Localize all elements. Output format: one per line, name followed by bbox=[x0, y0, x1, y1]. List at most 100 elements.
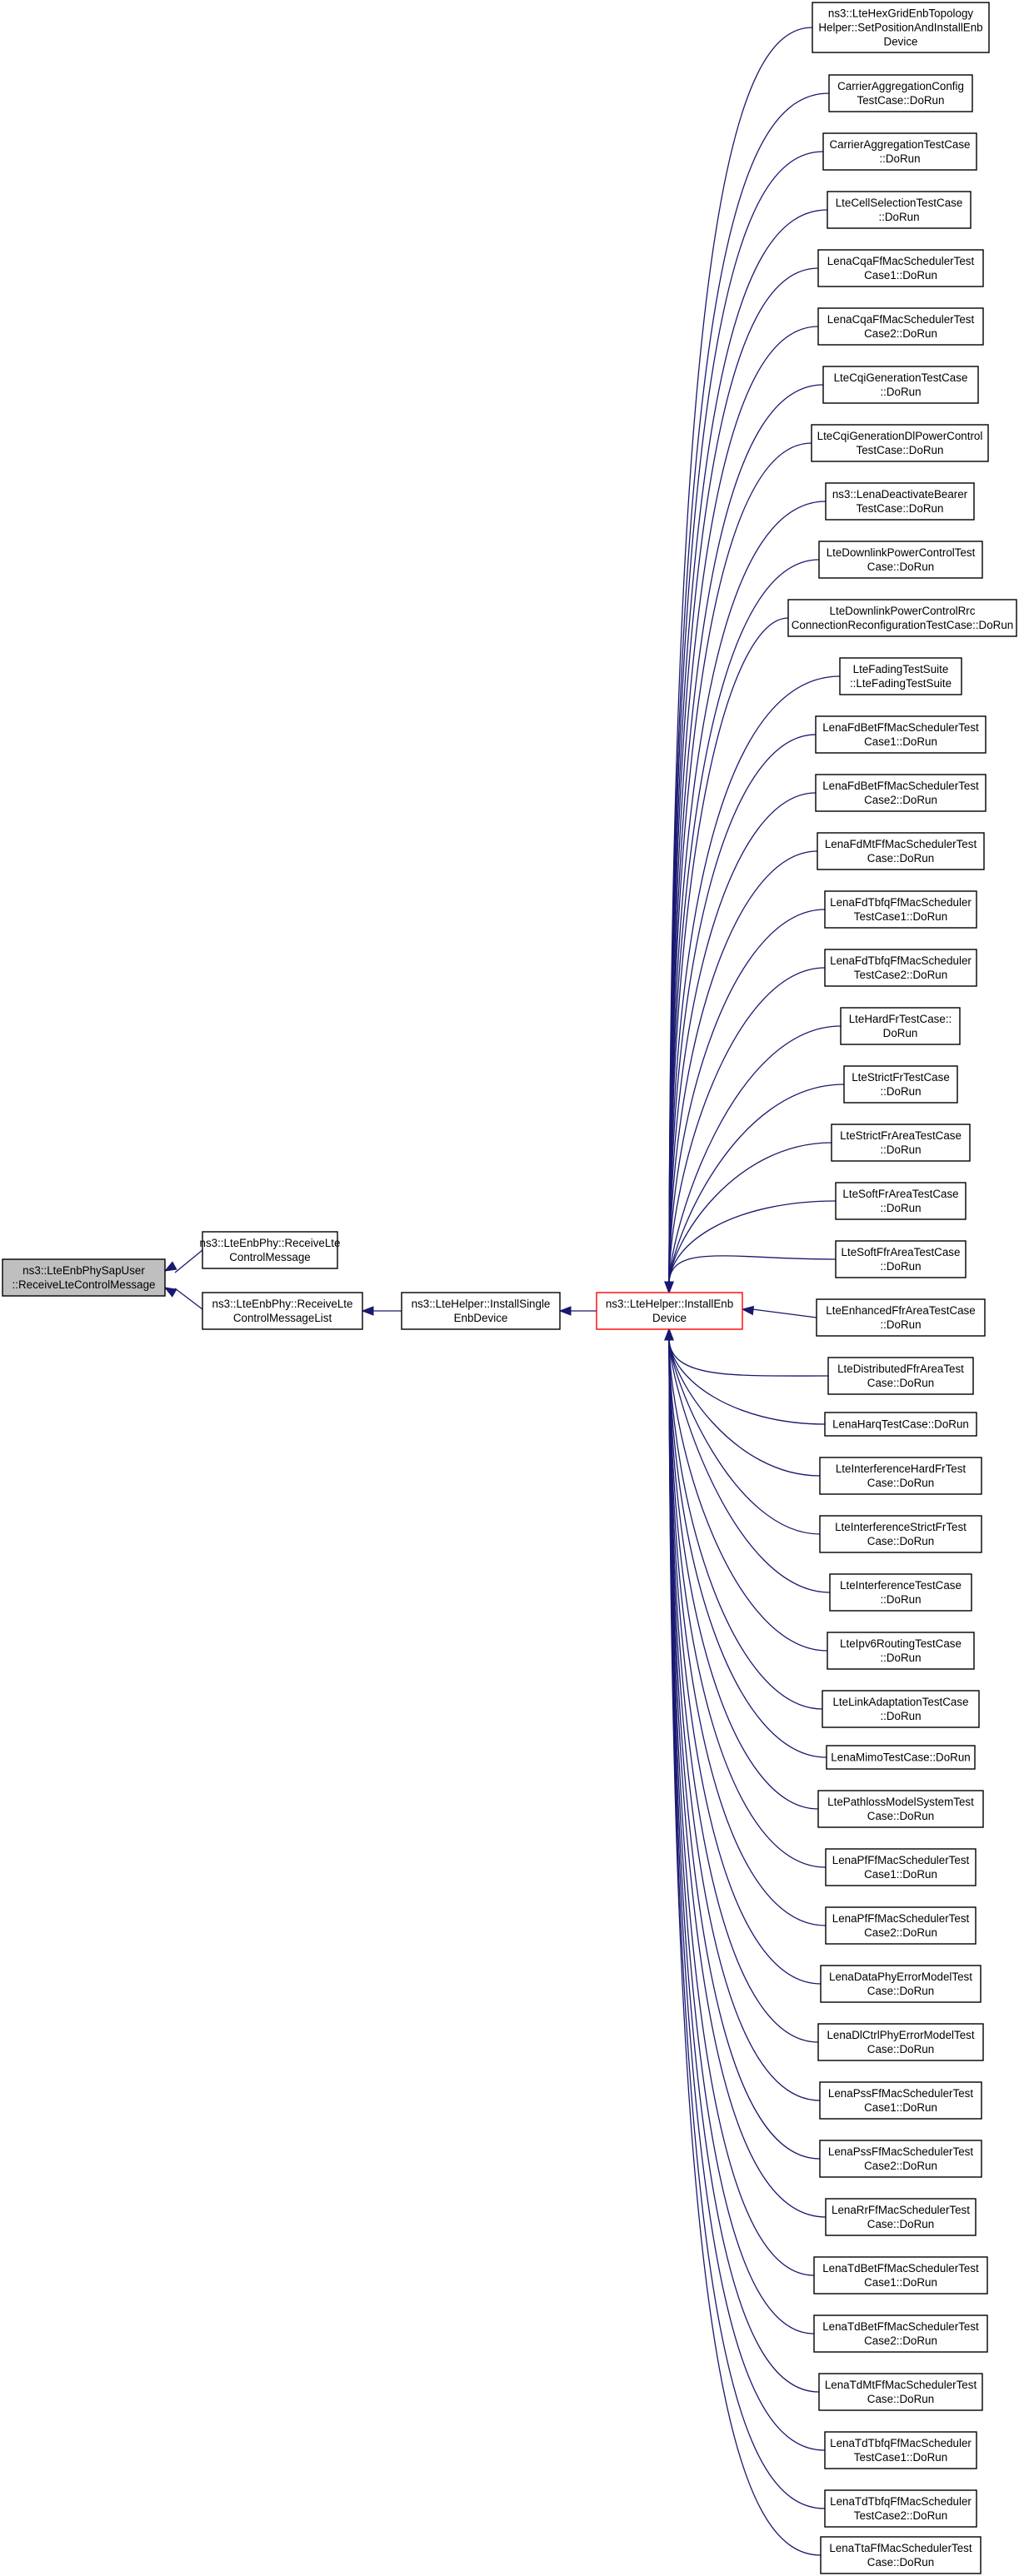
node-receive-lte-control-message[interactable]: ns3::LteEnbPhy::ReceiveLteControlMessage bbox=[200, 1231, 341, 1269]
node-receive-lte-control-message-list-label-line-1: ns3::LteEnbPhy::ReceiveLte bbox=[212, 1298, 353, 1310]
node-caller-22[interactable]: LteSoftFfrAreaTestCase::DoRun bbox=[835, 1240, 967, 1278]
edge-caller-5 bbox=[668, 267, 819, 1283]
node-caller-1-box bbox=[812, 2, 990, 53]
node-caller-27-box bbox=[819, 1515, 982, 1553]
node-caller-19-label-line-2: ::DoRun bbox=[880, 1085, 921, 1098]
node-caller-44-label-line-2: TestCase2::DoRun bbox=[854, 2509, 947, 2522]
node-caller-7[interactable]: LteCqiGenerationTestCase::DoRun bbox=[822, 366, 979, 404]
node-receive-lte-control-message-label-line-1: ns3::LteEnbPhy::ReceiveLte bbox=[200, 1237, 341, 1249]
node-caller-18-label-line-1: LteHardFrTestCase:: bbox=[849, 1013, 952, 1025]
node-caller-14-label-line-2: Case2::DoRun bbox=[864, 794, 937, 806]
node-caller-30-box bbox=[822, 1690, 980, 1728]
node-caller-30[interactable]: LteLinkAdaptationTestCase::DoRun bbox=[822, 1690, 980, 1728]
node-caller-19-box bbox=[843, 1065, 958, 1104]
node-caller-14-box bbox=[815, 774, 987, 812]
node-install-enb-device-box bbox=[596, 1292, 743, 1330]
edge-caller-8 bbox=[668, 442, 812, 1283]
node-caller-32-label-line-1: LtePathlossModelSystemTest bbox=[827, 1796, 974, 1808]
edge-caller-33 bbox=[668, 1338, 827, 1868]
node-caller-23[interactable]: LteEnhancedFfrAreaTestCase::DoRun bbox=[816, 1298, 986, 1337]
node-caller-29[interactable]: LteIpv6RoutingTestCase::DoRun bbox=[827, 1632, 975, 1670]
node-caller-34-label-line-2: Case2::DoRun bbox=[864, 1926, 937, 1939]
node-caller-45-label-line-1: LenaTtaFfMacSchedulerTest bbox=[829, 2542, 972, 2554]
node-caller-40-label-line-1: LenaTdBetFfMacSchedulerTest bbox=[822, 2262, 979, 2275]
node-caller-31[interactable]: LenaMimoTestCase::DoRun bbox=[826, 1745, 976, 1770]
edge-caller-12 bbox=[668, 675, 841, 1283]
node-caller-21[interactable]: LteSoftFrAreaTestCase::DoRun bbox=[835, 1182, 967, 1220]
edge-caller-17 bbox=[668, 967, 826, 1283]
arrowhead-caller-22 bbox=[664, 1281, 674, 1294]
node-caller-8[interactable]: LteCqiGenerationDlPowerControlTestCase::… bbox=[811, 424, 989, 462]
node-install-enb-device-label-line-1: ns3::LteHelper::InstallEnb bbox=[606, 1298, 733, 1310]
edge-caller-37 bbox=[668, 1338, 821, 2101]
node-receive-lte-control-message-list-box bbox=[202, 1292, 363, 1330]
node-caller-28[interactable]: LteInterferenceTestCase::DoRun bbox=[829, 1573, 972, 1612]
node-caller-1-label-line-1: ns3::LteHexGridEnbTopology bbox=[828, 7, 973, 20]
node-caller-37-box bbox=[819, 2081, 982, 2120]
node-caller-33-label-line-2: Case1::DoRun bbox=[864, 1868, 937, 1881]
node-caller-19[interactable]: LteStrictFrTestCase::DoRun bbox=[843, 1065, 958, 1104]
node-caller-14-label-line-1: LenaFdBetFfMacSchedulerTest bbox=[822, 780, 979, 792]
node-caller-26-box bbox=[819, 1457, 982, 1495]
node-caller-1[interactable]: ns3::LteHexGridEnbTopologyHelper::SetPos… bbox=[812, 2, 990, 53]
node-caller-3[interactable]: CarrierAggregationTestCase::DoRun bbox=[822, 132, 977, 171]
node-caller-7-label-line-2: ::DoRun bbox=[880, 386, 921, 398]
node-caller-43-label-line-2: TestCase1::DoRun bbox=[854, 2451, 947, 2464]
node-caller-2-label-line-2: TestCase::DoRun bbox=[857, 94, 945, 107]
node-install-single-enb-device-label-line-2: EnbDevice bbox=[454, 1312, 508, 1324]
node-caller-36-label-line-1: LenaDlCtrlPhyErrorModelTest bbox=[827, 2029, 974, 2041]
edge-caller-38 bbox=[668, 1338, 821, 2160]
edge-caller-36 bbox=[668, 1338, 819, 2043]
node-receive-lte-control-message-list[interactable]: ns3::LteEnbPhy::ReceiveLteControlMessage… bbox=[202, 1292, 363, 1330]
node-caller-8-label-line-1: LteCqiGenerationDlPowerControl bbox=[817, 430, 983, 442]
node-caller-23-box bbox=[816, 1298, 986, 1337]
node-caller-2-box bbox=[828, 74, 973, 112]
node-caller-12-box bbox=[839, 657, 962, 695]
node-caller-36-label-line-2: Case::DoRun bbox=[867, 2043, 934, 2055]
node-caller-18[interactable]: LteHardFrTestCase::DoRun bbox=[840, 1007, 961, 1045]
node-receive-lte-control-message-list-label-line-2: ControlMessageList bbox=[233, 1312, 332, 1324]
edge-caller-21 bbox=[668, 1200, 837, 1283]
edge-caller-25 bbox=[668, 1338, 826, 1425]
node-caller-12[interactable]: LteFadingTestSuite::LteFadingTestSuite bbox=[839, 657, 962, 695]
node-caller-30-label-line-1: LteLinkAdaptationTestCase bbox=[832, 1696, 968, 1708]
node-caller-25[interactable]: LenaHarqTestCase::DoRun bbox=[824, 1412, 977, 1437]
edge-caller-9 bbox=[668, 501, 827, 1283]
edge-caller-4 bbox=[668, 209, 828, 1283]
node-root[interactable]: ns3::LteEnbPhySapUser::ReceiveLteControl… bbox=[2, 1258, 166, 1297]
node-caller-11[interactable]: LteDownlinkPowerControlRrcConnectionReco… bbox=[787, 599, 1017, 637]
edge-receivelist-to-root-arrowhead bbox=[163, 1287, 177, 1298]
node-caller-4[interactable]: LteCellSelectionTestCase::DoRun bbox=[827, 191, 972, 229]
node-caller-20[interactable]: LteStrictFrAreaTestCase::DoRun bbox=[831, 1124, 971, 1162]
